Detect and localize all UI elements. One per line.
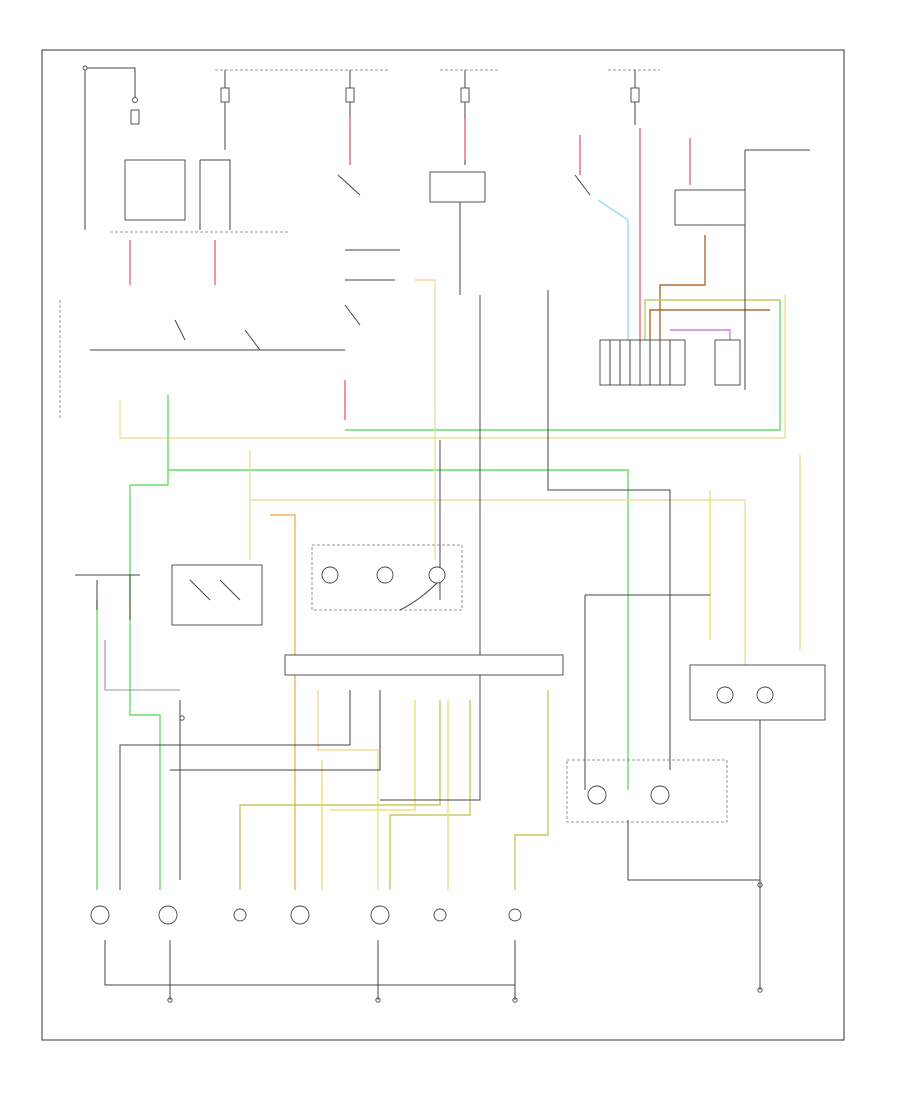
component-box-1 — [124, 159, 186, 221]
connector-strip-center — [284, 654, 564, 676]
lamp-6 — [433, 908, 447, 922]
lamp-3 — [233, 908, 247, 922]
ground-1 — [167, 997, 173, 1003]
connector-block-right — [599, 339, 741, 386]
diagram-frame — [41, 49, 845, 1041]
components-middle — [75, 544, 826, 823]
switch-cluster-left — [171, 564, 263, 626]
lamp-assembly-right — [566, 759, 728, 823]
ground-symbols — [167, 715, 763, 1003]
red-wires — [129, 118, 641, 420]
ground-3 — [512, 997, 518, 1003]
ground-5 — [179, 715, 185, 721]
components-top — [59, 159, 746, 420]
lamp-4 — [290, 905, 310, 925]
switch-cluster-center — [311, 544, 463, 611]
lamp-5 — [370, 905, 390, 925]
yellow-wires — [239, 279, 801, 890]
component-box-2 — [429, 171, 486, 203]
black-wires — [90, 149, 810, 1000]
ground-4 — [757, 987, 763, 993]
lamp-row — [90, 905, 522, 925]
component-box-3 — [674, 189, 746, 226]
lamp-7 — [508, 908, 522, 922]
lamp-2 — [158, 905, 178, 925]
ground-2 — [375, 997, 381, 1003]
ground-6 — [757, 882, 763, 888]
top-power-feeds — [82, 65, 660, 230]
lamp-1 — [90, 905, 110, 925]
green-wires — [96, 300, 781, 890]
